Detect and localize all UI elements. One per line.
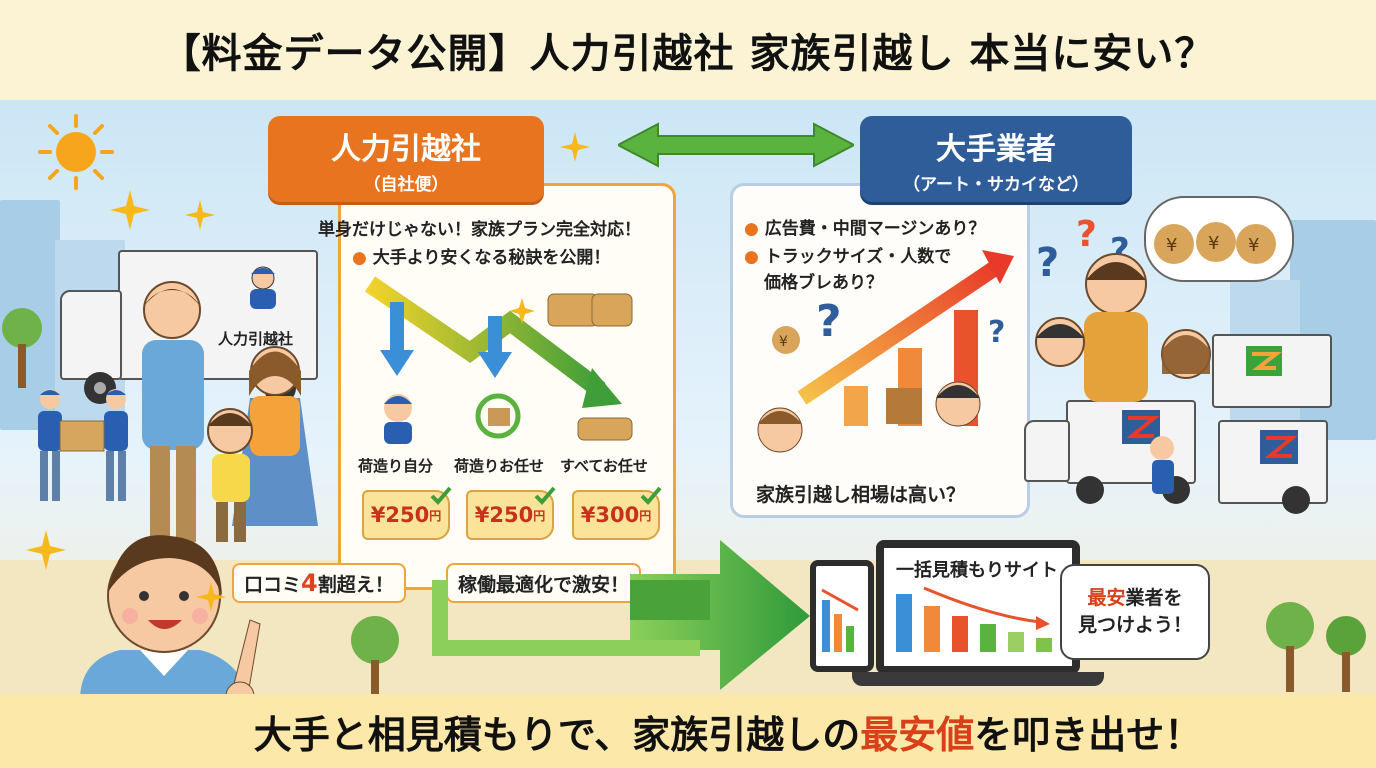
- truck-sign: 人力引越社: [218, 330, 294, 348]
- bubble-line1: 最安業者を: [1087, 585, 1182, 612]
- tree-icon: [2, 308, 42, 388]
- plan-label-omakase: 荷造りお任せ: [454, 457, 545, 475]
- review-num: 4: [301, 569, 318, 597]
- page-title: 【料金データ公開】人力引越社 家族引越し 本当に安い？: [0, 0, 1376, 100]
- jinriki-line2-row: ● 大手より安くなる秘訣を公開！: [352, 243, 610, 268]
- sparkle-icon: [196, 582, 226, 612]
- plan-label-self: 荷造り自分: [358, 457, 434, 475]
- cheap-text: 稼働最適化で激安！: [458, 573, 630, 596]
- bullet-icon: ●: [744, 219, 765, 239]
- jinriki-header: 人力引越社 （自社便）: [268, 116, 544, 202]
- major-truck-cab: [1024, 420, 1070, 482]
- major-line2: トラックサイズ・人数で: [764, 247, 952, 267]
- price-down-graphic: [364, 276, 633, 444]
- sparkle-icon: [26, 530, 66, 570]
- svg-text:¥: ¥: [1248, 235, 1259, 256]
- money-bag-icon: ¥ ¥ ¥: [1154, 222, 1276, 264]
- movers-carrying-box: [38, 389, 128, 501]
- svg-text:?: ?: [1076, 214, 1097, 255]
- tablet-chart-icon: [821, 588, 859, 652]
- price-tag-unit: 円: [533, 508, 546, 523]
- jinriki-line1: 単身だけじゃない！家族プラン完全対応！: [318, 220, 641, 240]
- tree-icon: [1266, 602, 1366, 692]
- price-tag-value: ¥250: [474, 503, 534, 527]
- price-tag-unit: 円: [429, 508, 442, 523]
- bubble-rest1: 業者を: [1125, 587, 1183, 610]
- slogan-post: を叩き出せ！: [974, 712, 1203, 757]
- cheap-pill: 稼働最適化で激安！: [446, 563, 642, 603]
- price-up-graphic: ? ¥ ?: [757, 250, 1014, 453]
- major-line1: 広告費・中間マージンあり？: [764, 219, 986, 239]
- major-caption: 家族引越し相場は高い？: [756, 484, 966, 506]
- major-header-title: 大手業者: [936, 132, 1056, 167]
- svg-text:?: ?: [1036, 240, 1059, 286]
- major-line1-row: ● 広告費・中間マージンあり？: [744, 214, 985, 239]
- jinriki-header-sub: （自社便）: [363, 175, 449, 195]
- bullet-icon: ●: [744, 247, 765, 267]
- jinriki-header-title: 人力引越社: [331, 132, 481, 167]
- tree-icon: [351, 616, 399, 694]
- svg-text:?: ?: [988, 315, 1005, 350]
- price-tag-value: ¥300: [580, 503, 640, 527]
- major-header: 大手業者 （アート・サカイなど）: [860, 116, 1132, 202]
- bubble-highlight: 最安: [1087, 587, 1126, 610]
- price-tag-value: ¥250: [370, 503, 430, 527]
- find-cheapest-bubble: 最安業者を 見つけよう！: [1060, 564, 1210, 660]
- laptop-base: [852, 672, 1104, 686]
- svg-text:¥: ¥: [1208, 233, 1219, 254]
- worried-family-trucks: [1035, 253, 1310, 514]
- svg-text:¥: ¥: [1166, 235, 1177, 256]
- check-icons: [430, 486, 662, 505]
- review-post: 割超え！: [317, 573, 394, 596]
- sparkle-icon: [110, 190, 215, 230]
- price-tag-unit: 円: [639, 508, 652, 523]
- plan-label-all: すべてお任せ: [560, 457, 648, 475]
- jinriki-line2: 大手より安くなる秘訣を公開！: [372, 248, 611, 268]
- sun-icon: [38, 114, 114, 190]
- mascot-icon: [250, 266, 276, 309]
- flow-arrow-icon: [432, 540, 810, 690]
- bubble-rest2: 見つけよう！: [1077, 614, 1192, 636]
- question-marks-icon: ? ? ?: [1036, 214, 1130, 286]
- truck-cab: [60, 290, 122, 380]
- family-illustration: [142, 281, 318, 542]
- laptop-title: 一括見積もりサイト: [896, 560, 1058, 581]
- major-header-sub: （アート・サカイなど）: [903, 175, 1089, 195]
- slogan-highlight: 最安値: [860, 712, 975, 757]
- laptop-bar-chart: [896, 586, 1052, 652]
- svg-text:¥: ¥: [779, 334, 788, 350]
- review-pre: 口コミ: [244, 573, 302, 596]
- bullet-icon: ●: [352, 248, 373, 268]
- slogan-pre: 大手と相見積もりで、家族引越しの: [253, 712, 861, 757]
- sparkle-icon: [560, 132, 590, 162]
- svg-text:?: ?: [816, 296, 842, 347]
- major-line2-row: ● トラックサイズ・人数で: [744, 242, 951, 267]
- bottom-slogan: 大手と相見積もりで、家族引越しの最安値を叩き出せ！: [0, 694, 1376, 768]
- major-line3: 価格ブレあり？: [764, 273, 883, 293]
- compare-double-arrow-icon: [618, 122, 854, 168]
